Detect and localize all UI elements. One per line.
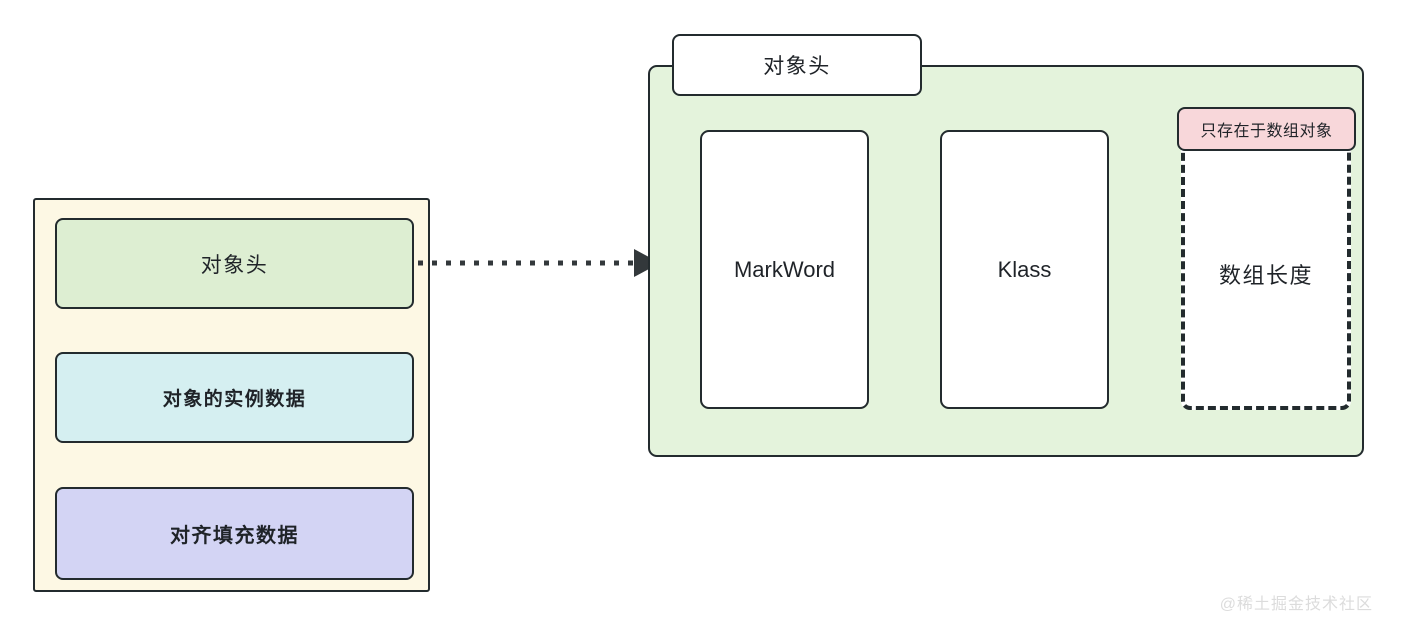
watermark: @稀土掘金技术社区 [1219,596,1373,613]
connector-arrowhead-icon [634,249,658,277]
layout-segment-alignment-padding: 对齐填充数据 [55,487,414,580]
connector-arrow [418,249,658,277]
array-only-note-badge: 只存在于数组对象 [1177,107,1356,151]
layout-segment-instance-data: 对象的实例数据 [55,352,414,443]
layout-segment-object-header: 对象头 [55,218,414,309]
object-header-panel-tab: 对象头 [672,34,922,96]
object-memory-layout-panel: 对象头 对象的实例数据 对齐填充数据 [33,198,430,592]
header-field-array-length: 数组长度 [1181,138,1351,410]
header-field-markword: MarkWord [700,130,869,409]
header-field-klass: Klass [940,130,1109,409]
